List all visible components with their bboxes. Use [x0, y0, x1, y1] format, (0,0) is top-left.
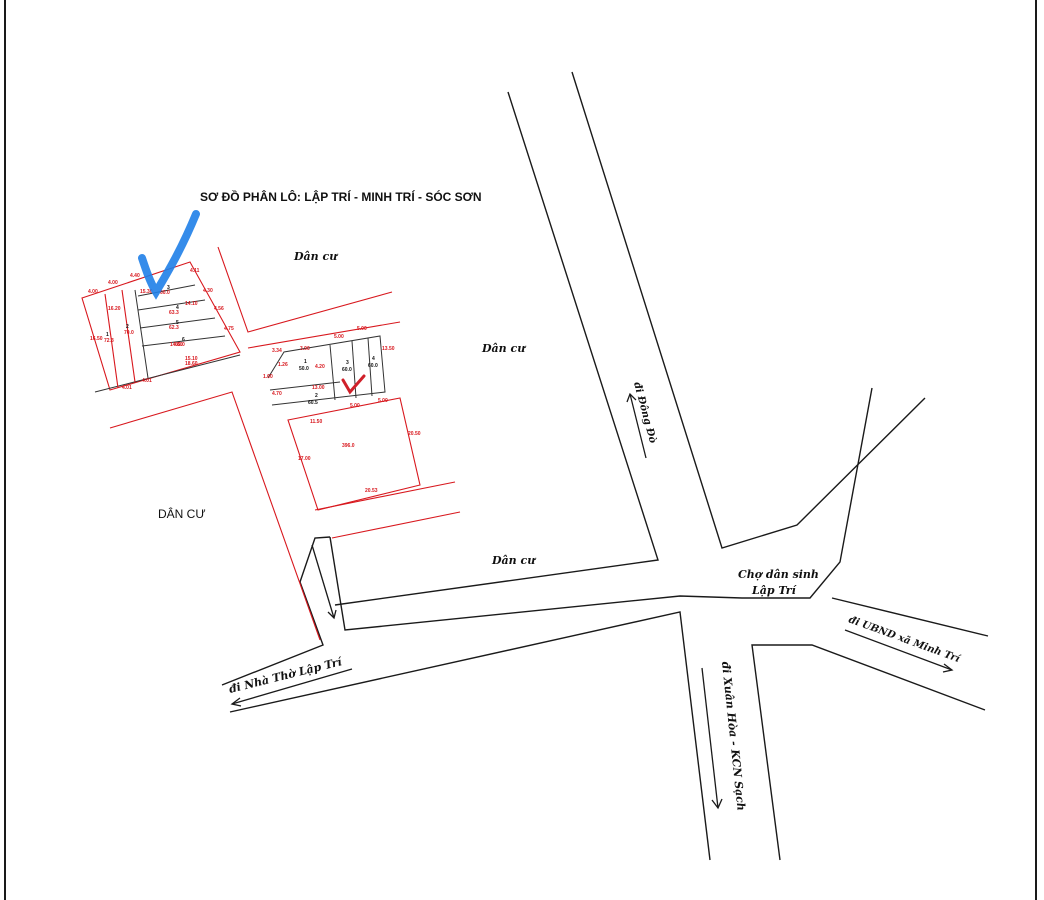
market-label-line2: Lập Trí	[751, 584, 798, 597]
direction-label-xuan-hoa: đi Xuân Hòa - KCN Sạch	[719, 661, 748, 811]
road-main-upper	[329, 387, 873, 631]
boundary-right-block	[247, 321, 401, 349]
road-dong-do-right	[571, 71, 926, 549]
svg-text:3: 3	[167, 285, 170, 291]
svg-text:4.30: 4.30	[203, 288, 213, 294]
svg-text:4: 4	[176, 305, 179, 311]
boundary-upper-right	[217, 246, 393, 333]
svg-text:5.00: 5.00	[378, 398, 388, 404]
svg-text:396.0: 396.0	[342, 443, 355, 449]
svg-text:4.70: 4.70	[272, 391, 282, 397]
boundary-left-road	[109, 391, 321, 641]
svg-text:15.10: 15.10	[185, 356, 198, 362]
svg-text:4.56: 4.56	[214, 306, 224, 312]
map-title: SƠ ĐỒ PHÂN LÔ: LẬP TRÍ - MINH TRÍ - SÓC …	[200, 189, 482, 204]
svg-text:60.0: 60.0	[342, 367, 352, 373]
svg-text:3: 3	[346, 360, 349, 366]
svg-text:4.01: 4.01	[122, 385, 132, 391]
svg-text:72.3: 72.3	[104, 338, 114, 344]
svg-text:13.50: 13.50	[382, 346, 395, 352]
road-dong-do-left	[334, 91, 659, 606]
svg-text:13.00: 13.00	[312, 385, 325, 391]
svg-text:4: 4	[372, 356, 375, 362]
direction-label-ubnd: đi UBND xã Minh Trí	[847, 614, 962, 665]
svg-text:4.75: 4.75	[224, 326, 234, 332]
svg-text:5: 5	[176, 320, 179, 326]
svg-text:50.0: 50.0	[299, 366, 309, 372]
svg-text:16.50: 16.50	[90, 336, 103, 342]
svg-text:17.00: 17.00	[298, 456, 311, 462]
svg-text:60.0: 60.0	[368, 363, 378, 369]
svg-text:20.50: 20.50	[408, 431, 421, 437]
svg-text:1: 1	[304, 359, 307, 365]
svg-text:4.20: 4.20	[315, 364, 325, 370]
svg-text:2: 2	[315, 393, 318, 399]
svg-text:4.40: 4.40	[130, 273, 140, 279]
svg-text:60.0: 60.0	[160, 290, 170, 296]
svg-text:1.60: 1.60	[263, 374, 273, 380]
svg-text:60.5: 60.5	[308, 400, 318, 406]
svg-text:63.3: 63.3	[169, 310, 179, 316]
svg-text:62.3: 62.3	[169, 325, 179, 331]
area-label-residential-3: Dân cư	[491, 554, 536, 567]
direction-arrows	[230, 392, 954, 810]
svg-text:4.01: 4.01	[142, 378, 152, 384]
area-label-residential-2: Dân cư	[481, 342, 526, 355]
svg-text:4.11: 4.11	[190, 268, 200, 274]
blue-check-icon	[138, 210, 200, 300]
svg-text:16.20: 16.20	[108, 306, 121, 312]
svg-text:14.60: 14.60	[170, 342, 183, 348]
svg-text:1: 1	[106, 332, 109, 338]
svg-text:6: 6	[182, 337, 185, 343]
lot-cluster-right: 3.34 1.60 3.90 4.20 5.00 5.00 13.50 13.0…	[263, 326, 421, 511]
svg-text:4.00: 4.00	[108, 280, 118, 286]
lot-cluster-left: 4.00 4.00 4.40 4.11 4.30 4.56 4.75 16.50…	[81, 261, 241, 393]
road-nha-tho-lower	[229, 611, 711, 861]
svg-text:15.30: 15.30	[140, 289, 153, 295]
svg-text:1.26: 1.26	[278, 362, 288, 368]
svg-text:70.0: 70.0	[124, 330, 134, 336]
svg-text:5.00: 5.00	[350, 403, 360, 409]
svg-text:4.00: 4.00	[88, 289, 98, 295]
red-check-icon	[341, 374, 366, 395]
svg-text:14.10: 14.10	[185, 301, 198, 307]
svg-text:5.00: 5.00	[334, 334, 344, 340]
road-ubnd-upper	[831, 597, 989, 637]
svg-text:20.53: 20.53	[365, 488, 378, 494]
area-label-residential-1: Dân cư	[293, 250, 338, 263]
svg-text:18.60: 18.60	[185, 361, 198, 367]
area-label-residential-caps: DÂN CƯ	[158, 506, 206, 521]
svg-text:11.50: 11.50	[310, 419, 322, 425]
svg-text:5.00: 5.00	[357, 326, 367, 332]
svg-text:69.0: 69.0	[175, 342, 185, 348]
svg-text:2: 2	[126, 324, 129, 330]
svg-text:3.34: 3.34	[272, 348, 282, 354]
boundaries	[109, 246, 461, 641]
market-label-line1: Chợ dân sinh	[738, 568, 819, 581]
boundary-lower-road2	[331, 511, 461, 539]
road-xuan-hoa-right	[751, 644, 986, 861]
svg-text:3.90: 3.90	[300, 346, 310, 352]
